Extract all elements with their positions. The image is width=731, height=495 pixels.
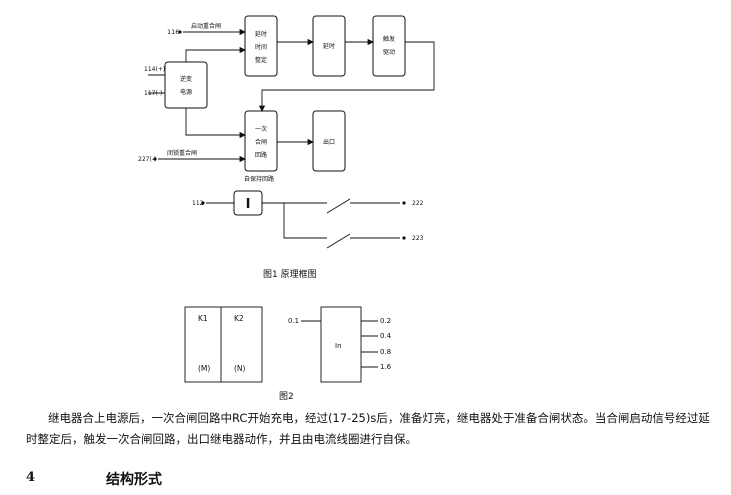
block-reclose-label: 闭锁重合闸 [167, 149, 197, 157]
terminal-227-label: 227(-) [138, 156, 156, 163]
figure-1-block-diagram: 116 启动重合闸 114(+) 117(-) 逆变 电源 延时 时间 整定 延… [138, 15, 435, 400]
output-0-8-label: 0.8 [380, 348, 391, 356]
section-number: 4 [26, 470, 36, 485]
trigger-line1: 触发 [383, 35, 395, 43]
terminal-116-label: 116 [167, 28, 179, 36]
section-title: 结构形式 [106, 472, 162, 488]
once-line2: 合闸 [255, 138, 267, 146]
k2-label: K2 [234, 314, 244, 323]
once-line1: 一次 [255, 125, 267, 133]
delay-setting-block [244, 15, 278, 77]
output-0-2-label: 0.2 [380, 317, 391, 325]
n-label: (N) [234, 364, 246, 373]
output-block-label: 出口 [323, 138, 335, 146]
delay-block [312, 15, 346, 77]
start-reclose-label: 启动重合闸 [191, 22, 221, 30]
output-0-4-label: 0.4 [380, 332, 392, 340]
m-label: (M) [198, 364, 210, 373]
terminal-222-label: 222 [412, 200, 424, 207]
power-block-line2: 电源 [180, 88, 192, 96]
once-line3: 回路 [255, 151, 267, 159]
current-coil-symbol: I [246, 197, 251, 212]
description-paragraph: 继电器合上电源后，一次合闸回路中RC开始充电，经过(17-25)s后，准备灯亮，… [26, 411, 710, 446]
k1-label: K1 [198, 314, 208, 323]
in-label: In [335, 342, 342, 350]
output-1-6-label: 1.6 [380, 363, 392, 371]
power-block-line1: 逆变 [180, 75, 192, 83]
trigger-line2: 驱动 [383, 49, 395, 56]
inverter-power-block [164, 61, 208, 109]
in-setting-box [320, 306, 362, 383]
delay-set-line3: 整定 [255, 56, 267, 64]
delay-block-label: 延时 [323, 42, 335, 50]
terminal-223-label: 223 [412, 235, 424, 242]
terminal-114-label: 114(+) [144, 66, 165, 73]
delay-set-line1: 延时 [255, 30, 267, 38]
figure-2-caption: 图2 [279, 391, 294, 400]
in-value-label: 0.1 [288, 317, 299, 325]
terminal-117-label: 117(-) [144, 90, 162, 97]
self-hold-circuit-label: 自保持回路 [244, 175, 274, 183]
terminal-112-label: 112 [192, 200, 204, 207]
figure-1-caption: 图1 原理框图 [263, 268, 317, 280]
k1-k2-relay-box [184, 306, 263, 383]
trigger-drive-block [372, 15, 406, 77]
delay-set-line2: 时间 [255, 43, 267, 51]
